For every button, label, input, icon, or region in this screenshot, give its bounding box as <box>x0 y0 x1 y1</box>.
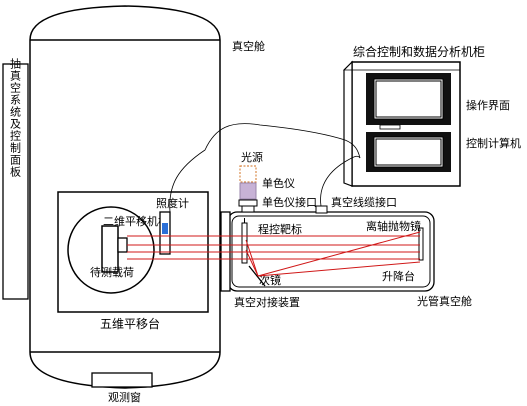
off-axis-mirror-label: 离轴抛物镜 <box>366 219 421 233</box>
control-cabinet-label: 综合控制和数据分析机柜 <box>353 44 485 59</box>
secondary-mirror-label: 次镜 <box>259 273 281 287</box>
five-d-stage-label: 五维平移台 <box>100 316 160 331</box>
mono-port <box>238 199 258 213</box>
tube-chamber-label: 光管真空舱 <box>417 294 472 308</box>
target-label: 程控靶标 <box>258 222 302 236</box>
pump-panel <box>2 63 29 300</box>
vacuum-cable-port <box>315 205 328 214</box>
off-axis-mirror <box>418 227 424 261</box>
observation-window-label: 观测窗 <box>108 390 141 404</box>
vacuum-docking-label: 真空对接装置 <box>234 295 300 309</box>
light-source <box>239 165 257 183</box>
lift-stage-label: 升降台 <box>382 269 415 283</box>
illuminometer-label: 照度计 <box>156 196 189 210</box>
operation-screen-label: 操作界面 <box>466 98 510 112</box>
vacuum-chamber-label: 真空舱 <box>232 39 265 53</box>
secondary-mirror <box>248 265 266 287</box>
monochromator-label: 单色仪 <box>262 176 295 190</box>
light-source-label: 光源 <box>241 150 263 164</box>
control-cabinet <box>343 60 461 187</box>
two-d-stage-label: 二维平移机构 <box>103 214 169 228</box>
vacuum-cable-port-label: 真空线缆接口 <box>331 195 397 209</box>
monochromator <box>239 182 257 200</box>
mono-port-label: 单色仪接口 <box>262 195 317 209</box>
cables <box>169 123 361 213</box>
observation-window <box>91 372 153 388</box>
control-computer-label: 控制计算机 <box>466 136 521 150</box>
illuminometer <box>159 211 171 255</box>
pump-panel-label: 抽真空系统及控制面板 <box>9 57 22 178</box>
light-beams <box>127 231 421 277</box>
test-load-label: 待测载荷 <box>90 265 134 279</box>
